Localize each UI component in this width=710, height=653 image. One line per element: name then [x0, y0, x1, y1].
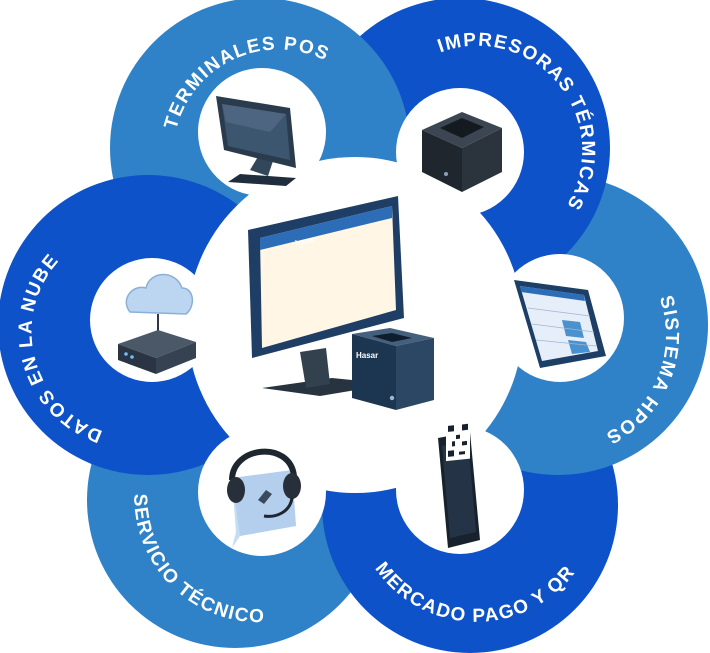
tablet-software-icon [514, 280, 606, 368]
thermal-printer-icon [422, 112, 502, 192]
printer-brand-logo: Hasar [356, 351, 378, 360]
qr-phone-icon [438, 420, 480, 548]
hasar-printer: Hasar [352, 328, 434, 410]
cloud-server-icon [118, 273, 196, 374]
pos-monitor: hpos [248, 196, 404, 396]
monitor-brand-logo: hpos [294, 235, 315, 248]
pos-terminal-icon [216, 96, 296, 186]
support-headset-icon [227, 448, 301, 548]
